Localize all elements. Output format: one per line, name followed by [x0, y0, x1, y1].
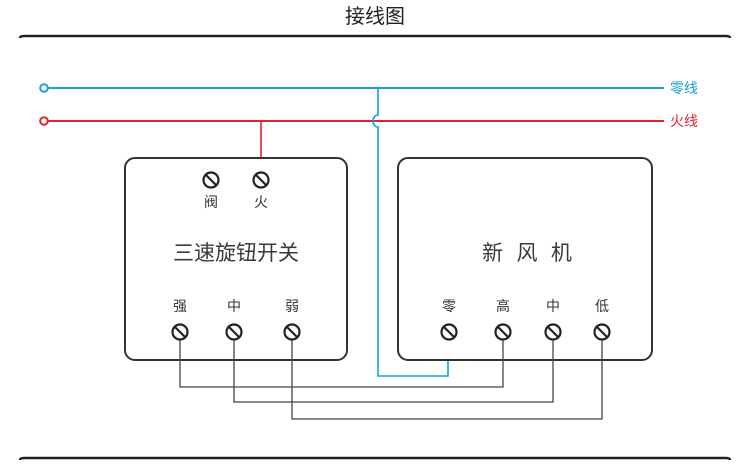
- switch-top-label-valve: 阀: [204, 195, 218, 211]
- switch-bottom-label-weak: 弱: [285, 299, 299, 315]
- fan-box-title: 新 风 机: [482, 241, 572, 265]
- fan-box: [397, 157, 653, 361]
- diagram-title: 接线图: [345, 4, 405, 28]
- switch-terminal-strong: [171, 323, 189, 341]
- fan-label-low: 低: [595, 299, 609, 315]
- switch-box: [124, 157, 348, 361]
- switch-bottom-label-medium: 中: [227, 299, 241, 315]
- fan-terminal-low: [593, 323, 611, 341]
- wire-weak-to-low: [291, 340, 603, 420]
- fan-label-high: 高: [496, 298, 510, 315]
- fan-terminal-neutral: [440, 323, 458, 341]
- switch-bottom-label-strong: 强: [173, 299, 187, 315]
- live-line-start-terminal: [39, 116, 49, 126]
- switch-top-terminal-live: [252, 171, 270, 189]
- wire-medium-to-medium: [233, 340, 554, 403]
- fan-label-neutral: 零: [442, 299, 456, 315]
- top-rule: [18, 34, 732, 39]
- switch-box-title: 三速旋钮开关: [173, 241, 299, 265]
- switch-terminal-medium: [225, 323, 243, 341]
- fan-label-medium: 中: [546, 299, 560, 315]
- bottom-rule: [18, 456, 732, 461]
- fan-terminal-medium: [544, 323, 562, 341]
- switch-top-terminal-valve: [202, 171, 220, 189]
- live-line-label: 火线: [670, 114, 698, 130]
- neutral-line-label: 零线: [670, 81, 698, 97]
- fan-terminal-high: [494, 323, 512, 341]
- neutral-line-start-terminal: [39, 83, 49, 93]
- switch-terminal-weak: [283, 323, 301, 341]
- switch-top-label-live: 火: [254, 195, 268, 211]
- wire-strong-to-high: [179, 340, 504, 388]
- neutral-drop-wire: [372, 88, 449, 377]
